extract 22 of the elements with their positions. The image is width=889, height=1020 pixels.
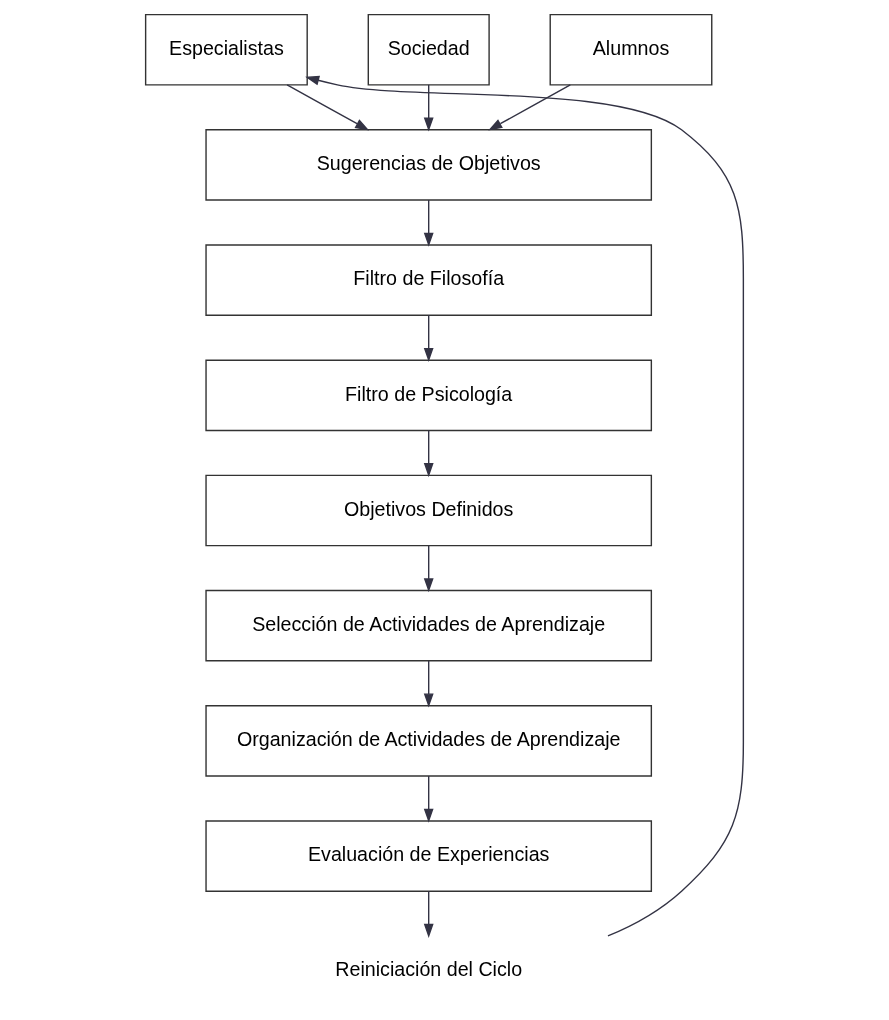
- node-box: Alumnos: [549, 13, 713, 86]
- node-box: Objetivos Definidos: [205, 474, 653, 546]
- arrow: [286, 83, 370, 130]
- arrow: [423, 774, 434, 823]
- arrow: [423, 198, 434, 247]
- arrow: [423, 890, 434, 938]
- arrow: [423, 659, 434, 707]
- node-box: Filtro de Psicología: [205, 359, 653, 431]
- node-box: Especialistas: [144, 13, 308, 86]
- arrow: [423, 314, 434, 362]
- node-box: Sugerencias de Objetivos: [205, 128, 653, 201]
- node-box: Evaluación de Experiencias: [205, 819, 653, 892]
- node-box: Selección de Actividades de Aprendizaje: [205, 589, 653, 661]
- arrow: [305, 75, 745, 937]
- node-box: Sociedad: [367, 13, 490, 86]
- arrow: [423, 83, 434, 132]
- node-text: Reiniciación del Ciclo: [335, 957, 523, 980]
- arrow: [423, 429, 434, 477]
- arrow: [423, 544, 434, 592]
- arrow: [488, 83, 571, 130]
- node-box: Filtro de Filosofía: [205, 243, 653, 316]
- node-box: Organización de Actividades de Aprendizaje: [205, 704, 653, 777]
